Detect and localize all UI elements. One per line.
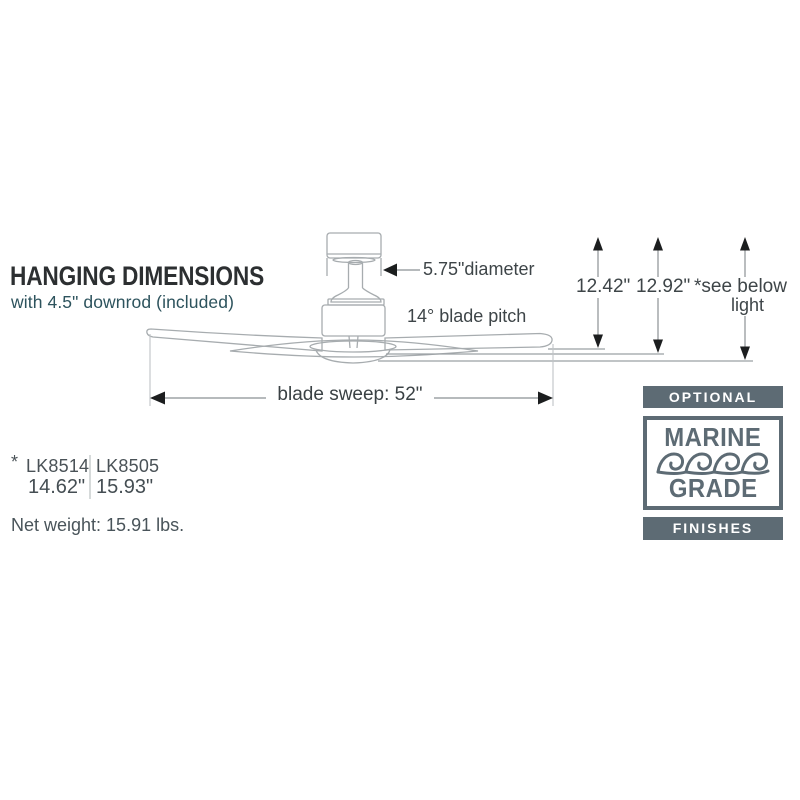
- motor-housing-drawing: [321, 304, 386, 337]
- motor-mount-drawing: [327, 287, 385, 306]
- canopy-drawing: [326, 232, 382, 276]
- badge-marine-grade-box: MARINE GRADE: [643, 416, 783, 510]
- hanging-dimension-1: 12.42": [573, 276, 634, 298]
- diameter-callout-arrow: [383, 263, 420, 277]
- page-subtitle: with 4.5" downrod (included): [11, 292, 235, 312]
- reference-extension-lines: [378, 348, 753, 362]
- footnote-marker: *: [11, 452, 19, 472]
- badge-marine-text: MARINE: [664, 422, 762, 452]
- model-1-value: 14.62": [28, 476, 86, 498]
- model-2-name: LK8505: [96, 456, 160, 476]
- wave-icon: [656, 452, 770, 475]
- blade-pitch-label: 14° blade pitch: [407, 306, 527, 326]
- blade-sweep-dimension: [149, 334, 554, 406]
- fan-blades-drawing: [146, 328, 553, 358]
- blade-sweep-label: blade sweep: 52": [277, 384, 423, 405]
- badge-finishes-bar: FINISHES: [643, 517, 783, 540]
- model-1-name: LK8514: [26, 456, 90, 476]
- model-2-value: 15.93": [96, 476, 154, 498]
- badge-optional-bar: OPTIONAL: [643, 386, 783, 408]
- badge-grade-text: GRADE: [668, 473, 758, 503]
- hanging-dimension-2: 12.92": [633, 276, 694, 298]
- diameter-label: 5.75"diameter: [423, 259, 535, 279]
- hanging-dimension-3: *see below: [691, 276, 790, 298]
- ceiling-fan-drawing: [146, 232, 553, 364]
- downrod-drawing: [347, 259, 364, 288]
- hanging-dimension-3-sub: light: [728, 295, 768, 316]
- net-weight-label: Net weight: 15.91 lbs.: [11, 515, 185, 535]
- marine-grade-badge: OPTIONAL MARINE GRADE FINISHES: [643, 386, 783, 540]
- light-kit-drawing: [309, 340, 397, 364]
- vertical-dimension-arrows: [593, 237, 750, 360]
- page-title: HANGING DIMENSIONS: [10, 261, 265, 291]
